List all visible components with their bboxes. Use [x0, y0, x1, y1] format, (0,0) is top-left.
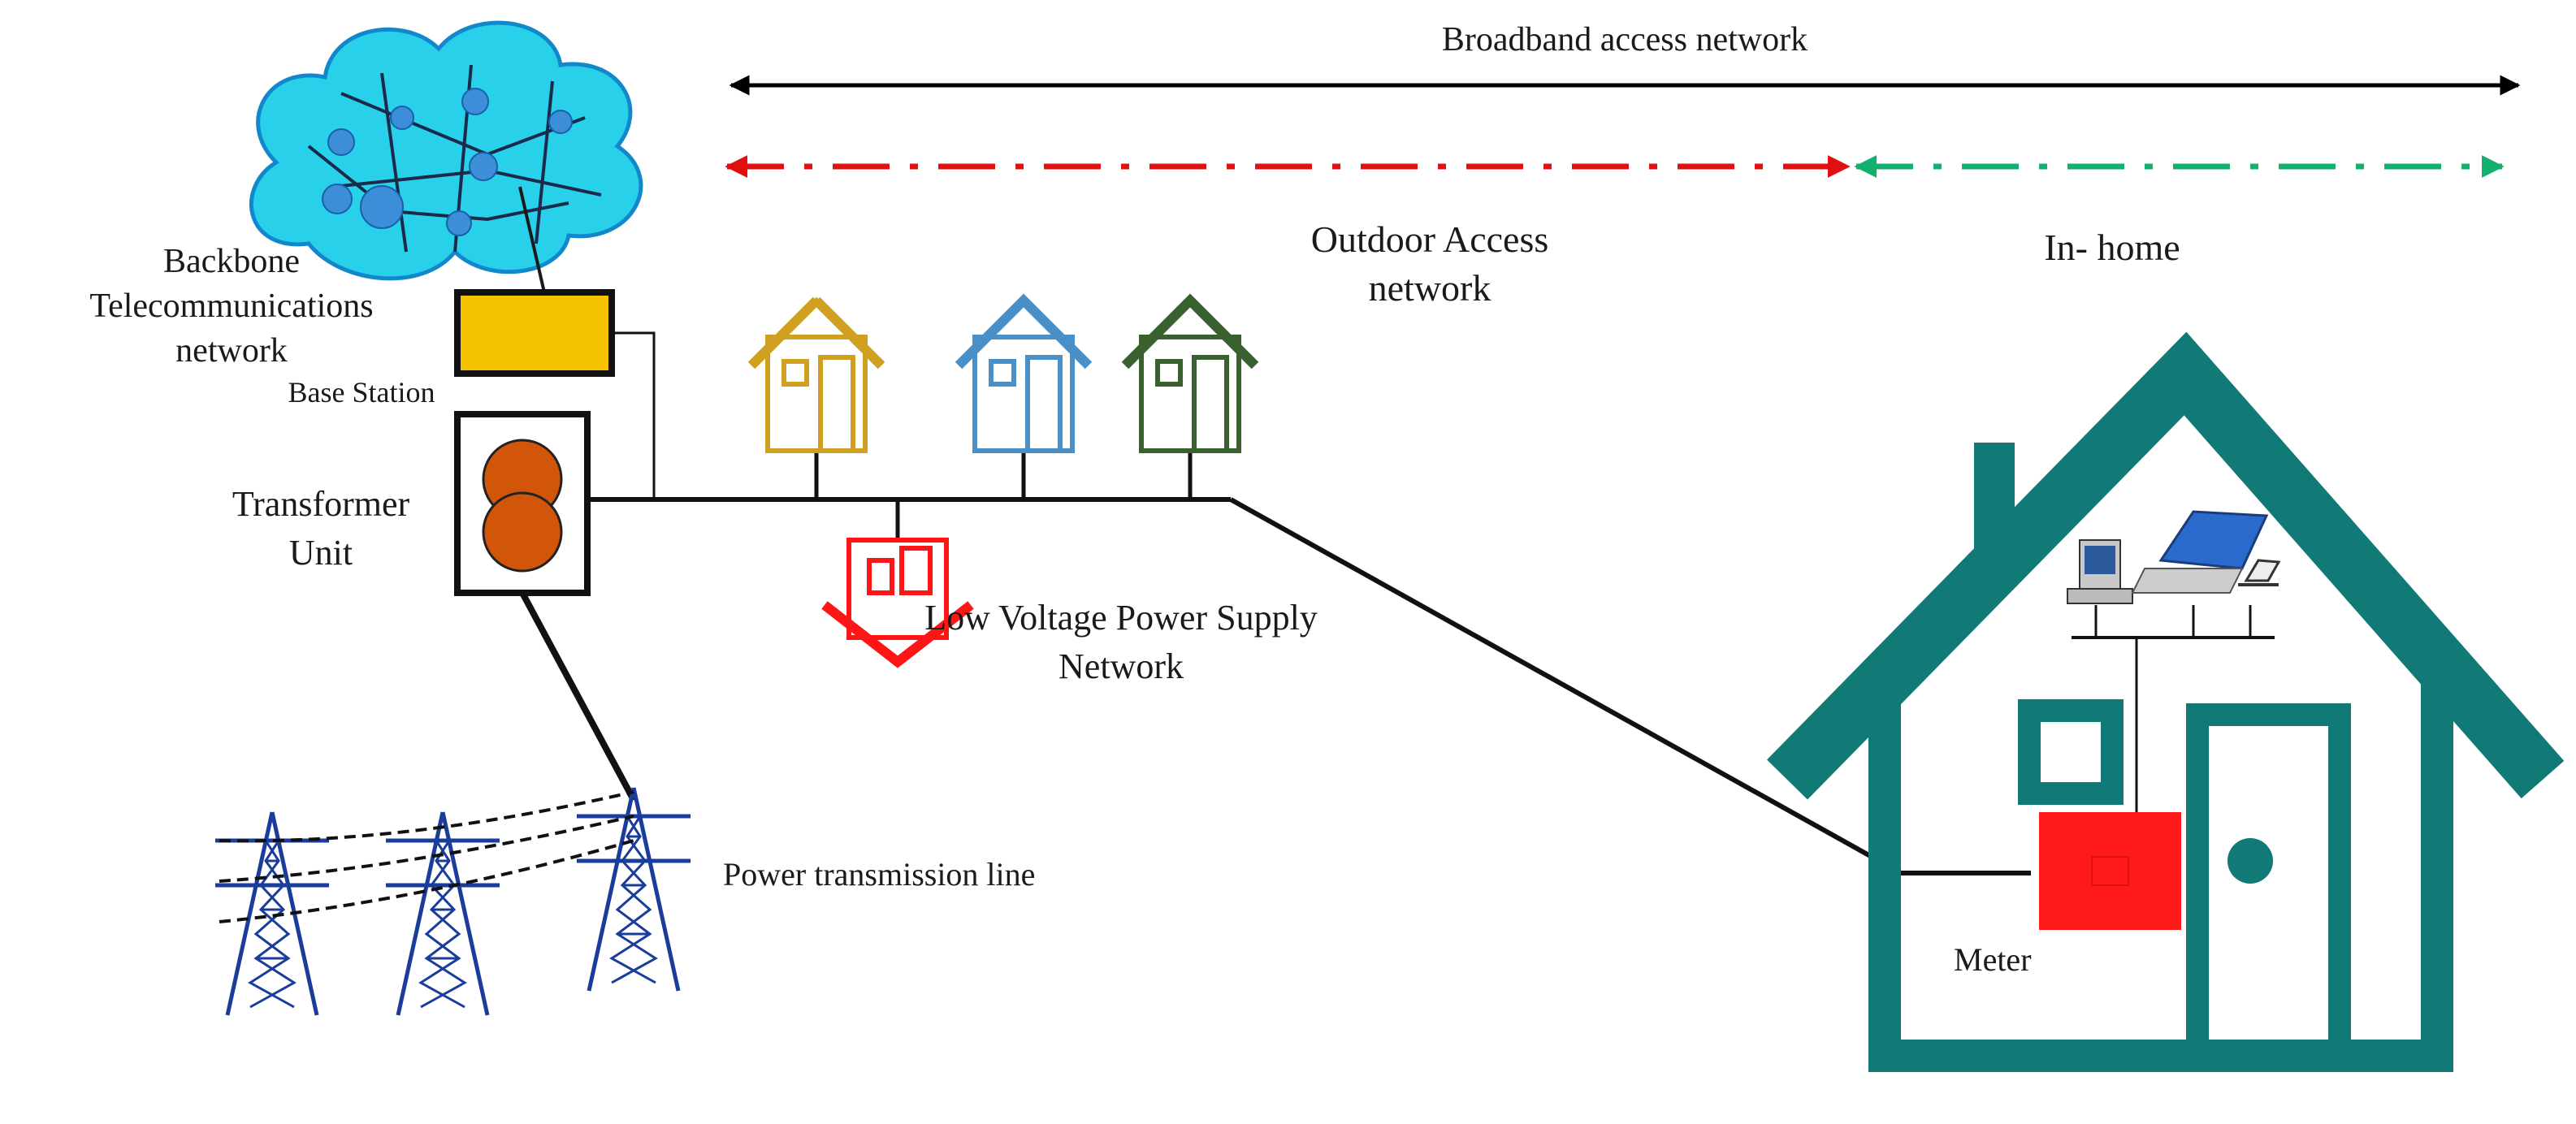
transformer-icon [454, 411, 591, 596]
transformer-label-line2: Unit [289, 533, 353, 573]
power-tower-icon [386, 812, 500, 1015]
backbone-label-line1: Backbone [163, 243, 300, 280]
base-station-icon [454, 289, 615, 377]
backbone-label-line3: network [175, 332, 288, 370]
cloud-icon [249, 20, 643, 293]
house-icon [1121, 293, 1259, 453]
power-tower-icon [577, 788, 691, 991]
house-icon [955, 293, 1093, 453]
power-line-label: Power transmission line [723, 856, 1035, 893]
in-home-label: In- home [2044, 227, 2180, 268]
low-voltage-label-line2: Network [1059, 646, 1184, 686]
low-voltage-label-line1: Low Voltage Power Supply [924, 598, 1318, 638]
house-icon [747, 296, 885, 453]
broadband-label: Broadband access network [1442, 21, 1808, 58]
computer-icon [2067, 510, 2281, 816]
house-icon [821, 538, 974, 668]
outdoor-access-label-line2: network [1369, 267, 1491, 309]
base-station-label: Base Station [288, 376, 435, 409]
power-tower-icon [215, 812, 329, 1015]
backbone-label-line2: Telecommunications [89, 287, 373, 325]
transmission-lines [219, 790, 634, 923]
transformer-label-line1: Transformer [232, 484, 410, 524]
outdoor-access-label-line1: Outdoor Access [1311, 218, 1549, 260]
meter-label: Meter [1954, 941, 2032, 978]
meter-icon [2039, 812, 2181, 930]
house-icon [1767, 331, 2565, 1072]
